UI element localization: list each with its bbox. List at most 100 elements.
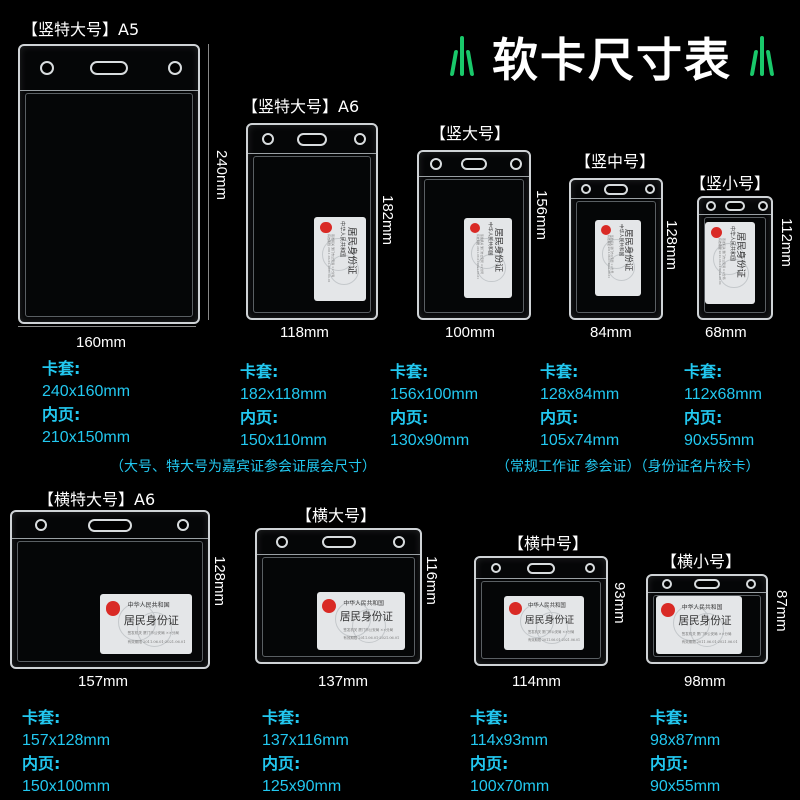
width-dimension: 157mm: [78, 673, 129, 690]
sleeve-size: 137x116mm: [262, 732, 349, 749]
id-card-image: 中华人民共和国居民身份证签发机关 厦门市公安局 ××分局有效期限 2011.06…: [595, 220, 641, 296]
id-card-image: 中华人民共和国居民身份证签发机关 厦门市公安局 ××分局有效期限 2011.06…: [504, 596, 584, 650]
emblem-icon: [661, 602, 676, 617]
lanyard-slot-icon: [297, 132, 327, 146]
sleeve-inner-pocket: [253, 156, 371, 313]
sleeve-label: 卡套:: [240, 362, 279, 381]
card-id-label: 居民身份证: [123, 614, 179, 627]
card-sleeve: [18, 44, 200, 324]
sleeve-label: 卡套:: [540, 362, 579, 381]
card-validity-text: 有效期限 2011.06.01-2021.06.01: [127, 639, 186, 644]
card-pattern: [719, 258, 749, 289]
sleeve-inner-pocket: [424, 179, 524, 313]
card-country-text: 中华人民共和国: [681, 604, 723, 611]
card-validity-text: 有效期限 2011.06.01-2021.06.01: [606, 235, 610, 279]
lanyard-slot-icon: [694, 579, 720, 589]
card-sleeve: 中华人民共和国居民身份证签发机关 厦门市公安局 ××分局有效期限 2011.06…: [246, 123, 378, 320]
inner-size: 90x55mm: [684, 432, 755, 449]
sleeve-size: 98x87mm: [650, 732, 721, 749]
hole-left-icon: [39, 61, 54, 75]
card-issuer-text: 签发机关 厦门市公安局 ××分局: [343, 627, 394, 632]
size-label: 【竖特大号】A5: [22, 20, 140, 39]
card-pattern: [352, 609, 387, 644]
sleeve-size: 128x84mm: [540, 386, 620, 403]
sleeve-size: 114x93mm: [470, 732, 548, 749]
note-right: （常规工作证 参会证）（身份证名片校卡）: [496, 459, 760, 475]
lanyard-slot-icon: [461, 158, 487, 170]
sleeve-size: 240x160mm: [42, 383, 131, 400]
sleeve-top-band: [648, 576, 766, 593]
card-validity-text: 有效期限 2011.06.01-2021.06.01: [476, 234, 481, 280]
hole-left-icon: [580, 184, 591, 194]
inner-label: 内页:: [390, 408, 429, 427]
sleeve-label: 卡套:: [390, 362, 429, 381]
card-validity-text: 有效期限 2011.06.01-2021.06.01: [326, 233, 331, 283]
sleeve-inner-pocket: [653, 595, 761, 657]
emblem-icon: [600, 224, 611, 235]
card-validity-text: 有效期限 2011.06.01-2021.06.01: [343, 636, 400, 641]
card-sleeve: 中华人民共和国居民身份证签发机关 厦门市公安局 ××分局有效期限 2011.06…: [569, 178, 663, 320]
inner-label: 内页:: [470, 754, 509, 773]
id-card-image: 中华人民共和国居民身份证签发机关 厦门市公安局 ××分局有效期限 2011.06…: [656, 596, 742, 654]
hole-left-icon: [430, 158, 443, 170]
spec-block: 卡套: 128x84mm 内页: 105x74mm: [540, 360, 619, 452]
sleeve-top-band: [248, 125, 376, 154]
hole-right-icon: [746, 579, 757, 589]
card-validity-text: 有效期限 2011.06.01-2021.06.01: [718, 238, 722, 286]
hole-left-icon: [661, 579, 672, 589]
title-block: 软卡尺寸表: [449, 22, 790, 87]
height-dimension: 87mm: [773, 590, 790, 632]
note-left: （大号、特大号为嘉宾证参会证展会尺寸）: [110, 459, 376, 475]
height-dimension: 240mm: [213, 150, 230, 201]
size-label: 【竖特大号】A6: [242, 97, 360, 116]
hole-left-icon: [35, 519, 48, 531]
id-card-image: 中华人民共和国居民身份证签发机关 厦门市公安局 ××分局有效期限 2011.06…: [314, 217, 366, 301]
size-label: 【横小号】: [661, 552, 742, 571]
hole-right-icon: [354, 133, 367, 145]
sleeve-inner-pocket: [262, 557, 415, 657]
lanyard-slot-icon: [527, 562, 555, 574]
sleeve-top-band: [699, 198, 771, 215]
card-pattern: [136, 612, 172, 647]
hole-right-icon: [645, 184, 656, 194]
sleeve-inner-pocket: [576, 201, 656, 313]
inner-size: 105x74mm: [540, 432, 620, 449]
lanyard-slot-icon: [604, 183, 628, 195]
hole-left-icon: [275, 536, 288, 548]
card-id-label: 居民身份证: [524, 615, 575, 627]
card-country-text: 中华人民共和国: [343, 600, 384, 607]
height-dimension: 182mm: [379, 195, 396, 246]
hole-right-icon: [584, 563, 595, 573]
height-dimension: 156mm: [533, 190, 550, 241]
hole-right-icon: [757, 201, 768, 211]
height-dimension: 128mm: [663, 220, 680, 271]
hole-right-icon: [176, 519, 189, 531]
sleeve-inner-pocket: [481, 581, 601, 659]
inner-label: 内页:: [540, 408, 579, 427]
height-dimension: 93mm: [611, 582, 628, 624]
sleeve-top-band: [20, 46, 198, 91]
card-validity-text: 有效期限 2011.06.01-2021.06.01: [528, 638, 581, 643]
width-dimension: 84mm: [590, 324, 632, 341]
emblem-icon: [105, 601, 120, 616]
hole-left-icon: [491, 563, 502, 573]
lanyard-slot-icon: [725, 201, 745, 211]
size-label: 【竖大号】: [430, 124, 511, 143]
size-label: 【横特大号】A6: [38, 490, 156, 509]
width-dimension: 160mm: [76, 334, 127, 351]
sleeve-top-band: [12, 512, 208, 539]
sleeve-top-band: [571, 180, 661, 199]
sleeve-size: 157x128mm: [22, 732, 111, 749]
width-dimension: 114mm: [512, 673, 561, 690]
card-id-label: 居民身份证: [493, 227, 504, 272]
lanyard-slot-icon: [90, 61, 128, 75]
width-dimension: 100mm: [445, 324, 496, 341]
sleeve-label: 卡套:: [22, 708, 61, 727]
inner-size: 150x110mm: [240, 432, 327, 449]
width-dimension: 98mm: [684, 673, 726, 690]
